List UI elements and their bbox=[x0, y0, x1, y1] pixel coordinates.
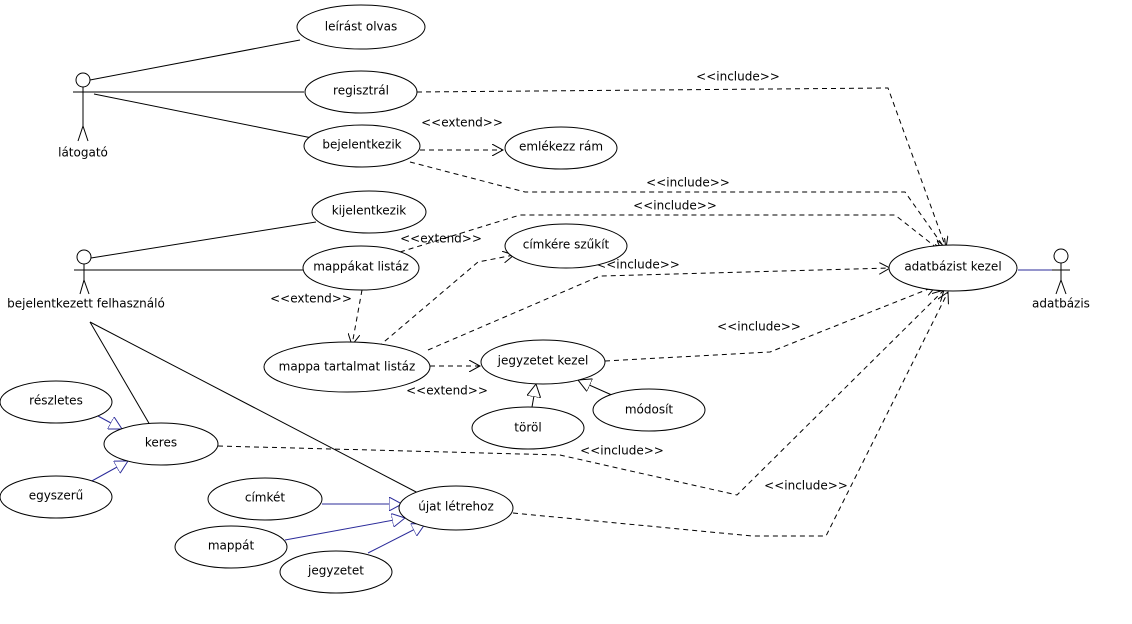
include-arrow bbox=[416, 87, 946, 248]
extend-label: <<extend>> bbox=[421, 116, 503, 130]
include-arrow bbox=[604, 286, 936, 362]
use-case-label: egyszerű bbox=[29, 489, 84, 503]
use-case-folder[interactable]: mappát bbox=[174, 525, 288, 569]
use-case-list-folder-content[interactable]: mappa tartalmat listáz bbox=[263, 341, 431, 393]
use-case-register[interactable]: regisztrál bbox=[304, 70, 418, 114]
association-line bbox=[89, 321, 421, 495]
use-case-label: leírást olvas bbox=[325, 20, 398, 34]
use-case-label: újat létrehoz bbox=[418, 500, 494, 514]
generalizations bbox=[89, 380, 615, 554]
include-label: <<include>> bbox=[717, 320, 801, 334]
actor-label: bejelentkezett felhasználó bbox=[7, 297, 165, 311]
use-case-logout[interactable]: kijelentkezik bbox=[311, 190, 427, 234]
include-arrow bbox=[512, 292, 948, 537]
use-case-delete[interactable]: töröl bbox=[471, 406, 585, 450]
use-case-label: regisztrál bbox=[333, 84, 389, 98]
use-case-label: részletes bbox=[29, 394, 83, 408]
generalization-arrow bbox=[284, 518, 405, 541]
use-case-label: bejelentkezik bbox=[322, 138, 401, 152]
use-case-list-folders[interactable]: mappákat listáz bbox=[302, 245, 420, 291]
extend-label: <<extend>> bbox=[406, 384, 488, 398]
use-case-create-new[interactable]: újat létrehoz bbox=[398, 485, 514, 531]
generalization-arrow bbox=[578, 380, 615, 397]
include-arrow bbox=[217, 290, 944, 496]
use-case-login[interactable]: bejelentkezik bbox=[303, 124, 421, 168]
include-label: <<include>> bbox=[764, 479, 848, 493]
use-case-tag[interactable]: címkét bbox=[207, 477, 323, 521]
use-case-remember-me[interactable]: emlékezz rám bbox=[504, 126, 618, 170]
use-case-label: emlékezz rám bbox=[519, 140, 603, 154]
actor-label: látogató bbox=[58, 146, 108, 160]
use-case-modify[interactable]: módosít bbox=[592, 388, 706, 432]
generalization-arrow bbox=[97, 415, 122, 429]
association-line bbox=[93, 93, 313, 139]
extend-arrow bbox=[352, 289, 363, 345]
generalization-arrow bbox=[367, 524, 425, 554]
use-case-label: mappa tartalmat listáz bbox=[279, 360, 416, 374]
use-case-manage-note[interactable]: jegyzetet kezel bbox=[480, 339, 606, 385]
use-case-read-description[interactable]: leírást olvas bbox=[296, 4, 426, 50]
actor-visitor[interactable]: látogató bbox=[58, 72, 108, 160]
relation-labels: <<include>> <<extend>> <<include>> <<inc… bbox=[270, 70, 848, 493]
include-label: <<include>> bbox=[596, 258, 680, 272]
use-case-filter-by-tag[interactable]: címkére szűkít bbox=[504, 223, 628, 269]
use-case-label: címkére szűkít bbox=[523, 238, 610, 252]
use-case-label: címkét bbox=[245, 491, 286, 505]
use-case-label: jegyzetet kezel bbox=[497, 354, 589, 368]
use-case-note[interactable]: jegyzetet bbox=[279, 550, 393, 594]
include-label: <<include>> bbox=[633, 199, 717, 213]
generalization-arrow bbox=[532, 384, 536, 408]
actor-label: adatbázis bbox=[1032, 297, 1090, 311]
actor-icon bbox=[76, 249, 92, 265]
use-case-manage-database[interactable]: adatbázist kezel bbox=[888, 244, 1018, 292]
generalization-arrow bbox=[89, 461, 128, 483]
associations bbox=[84, 39, 1054, 495]
actor-logged-in-user[interactable]: bejelentkezett felhasználó bbox=[7, 249, 165, 311]
association-line bbox=[89, 321, 151, 426]
association-line bbox=[90, 221, 317, 259]
use-case-label: adatbázist kezel bbox=[904, 260, 1001, 274]
use-case-label: módosít bbox=[625, 403, 674, 417]
use-case-simple[interactable]: egyszerű bbox=[0, 475, 113, 519]
actor-icon bbox=[75, 72, 91, 88]
use-case-label: kijelentkezik bbox=[332, 204, 407, 218]
actor-icon bbox=[1053, 248, 1069, 264]
use-case-search[interactable]: keres bbox=[103, 422, 219, 466]
actor-database[interactable]: adatbázis bbox=[1032, 248, 1090, 311]
extend-label: <<extend>> bbox=[400, 232, 482, 246]
extend-arrow bbox=[377, 255, 514, 348]
dependencies bbox=[217, 87, 948, 537]
use-case-label: mappákat listáz bbox=[313, 260, 409, 274]
use-case-label: töröl bbox=[514, 421, 541, 435]
use-case-label: jegyzetet bbox=[307, 564, 364, 578]
include-label: <<include>> bbox=[580, 444, 664, 458]
use-case-label: mappát bbox=[208, 539, 255, 553]
include-label: <<include>> bbox=[696, 70, 780, 84]
extend-label: <<extend>> bbox=[270, 292, 352, 306]
include-arrow bbox=[409, 161, 946, 250]
association-line bbox=[89, 39, 301, 81]
include-arrow bbox=[427, 268, 890, 351]
use-case-detailed[interactable]: részletes bbox=[0, 380, 113, 424]
use-case-label: keres bbox=[145, 436, 177, 450]
include-label: <<include>> bbox=[646, 176, 730, 190]
